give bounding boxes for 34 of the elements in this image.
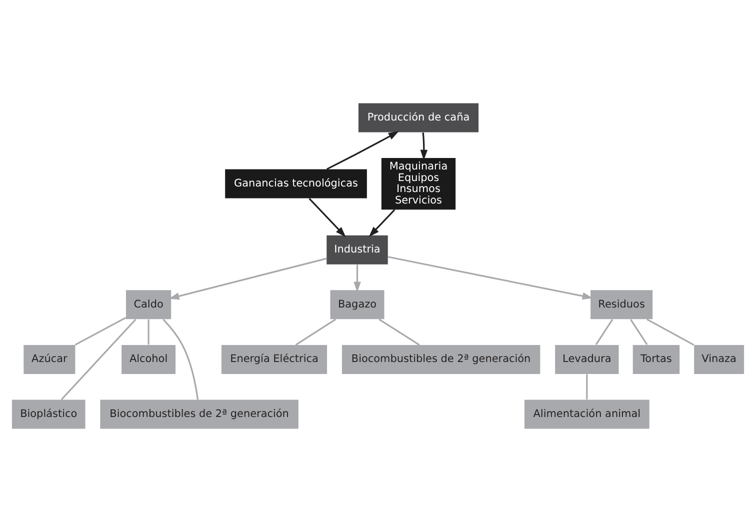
arrow	[420, 132, 428, 160]
node-box: Biocombustibles de 2ª generación	[342, 344, 540, 374]
node-box: Vinaza	[694, 344, 744, 374]
connector	[74, 316, 126, 346]
arrow	[168, 257, 327, 300]
arrow	[354, 264, 361, 292]
connector	[378, 318, 420, 346]
arrow	[308, 198, 346, 237]
node-box: Energía Eléctrica	[221, 344, 328, 374]
connector	[148, 318, 150, 344]
node-box: Azúcar	[24, 344, 76, 374]
node-box: Bioplástico	[12, 399, 86, 428]
connector	[295, 318, 336, 346]
node-box: Industria	[326, 234, 388, 264]
node-box: Alimentación animal	[524, 399, 650, 428]
node-box: Bagazo	[330, 290, 384, 319]
connector	[586, 374, 588, 399]
node-box: Ganancias tecnológicas	[225, 168, 367, 198]
connector	[60, 318, 136, 400]
connector	[630, 318, 648, 345]
node-box: Producción de caña	[358, 102, 479, 132]
node-box: Maquinaria Equipos Insumos Servicios	[381, 158, 456, 210]
node-box: Alcohol	[122, 344, 176, 374]
arrow	[368, 208, 396, 236]
node-box: Caldo	[126, 290, 172, 319]
node-box: Biocombustibles de 2ª generación	[100, 399, 298, 428]
node-box: Levadura	[555, 344, 619, 374]
node-box: Tortas	[632, 344, 680, 374]
connector	[162, 318, 199, 400]
node-box: Residuos	[590, 290, 653, 319]
arrow	[326, 130, 399, 170]
connector	[646, 318, 694, 346]
connector	[595, 318, 614, 345]
arrow	[388, 256, 593, 300]
